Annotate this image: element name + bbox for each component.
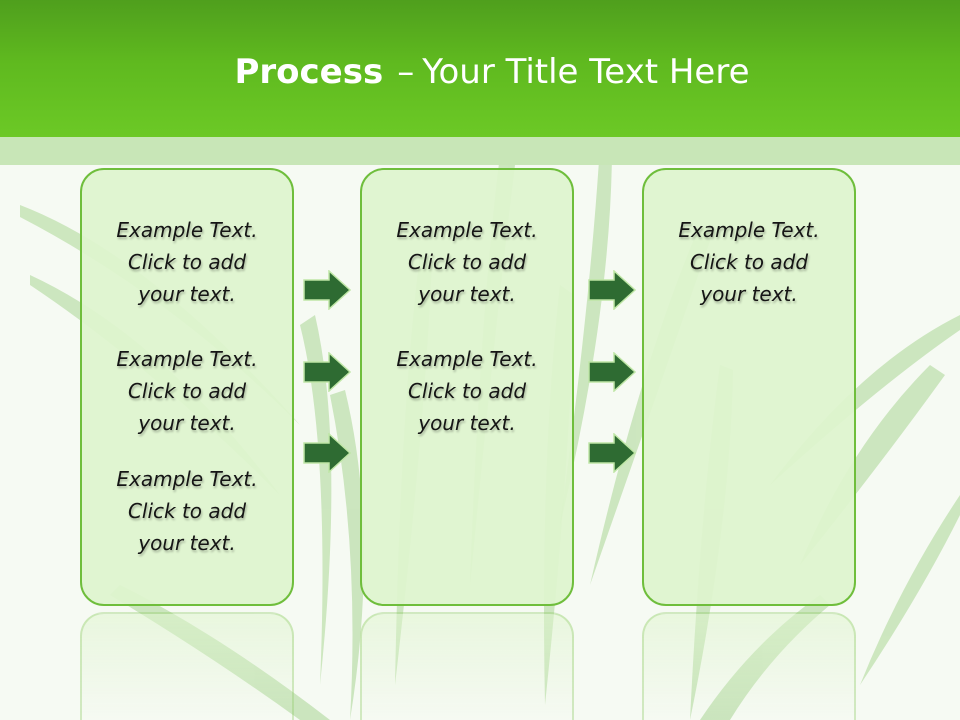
box-reflection: [642, 612, 856, 720]
text-line: Example Text.: [116, 218, 258, 242]
title-bar: [0, 0, 960, 137]
text-block[interactable]: Example Text. Click to add your text.: [362, 214, 572, 310]
text-line: Example Text.: [116, 467, 258, 491]
text-line: your text.: [138, 282, 236, 306]
title-bold: Process: [234, 52, 384, 92]
header-band: [0, 137, 960, 165]
text-block[interactable]: Example Text. Click to add your text.: [82, 463, 292, 559]
text-line: your text.: [418, 411, 516, 435]
text-line: Example Text.: [396, 218, 538, 242]
text-line: your text.: [138, 531, 236, 555]
slide-title[interactable]: Process–Your Title Text Here: [0, 52, 960, 92]
text-line: Example Text.: [396, 347, 538, 371]
right-arrow-icon: [303, 433, 351, 473]
right-arrow-icon: [588, 433, 636, 473]
box-reflection: [80, 612, 294, 720]
text-block[interactable]: Example Text. Click to add your text.: [82, 343, 292, 439]
text-line: Example Text.: [678, 218, 820, 242]
right-arrow-icon: [588, 270, 636, 310]
box-reflection: [360, 612, 574, 720]
text-line: Click to add: [127, 379, 247, 403]
text-line: your text.: [418, 282, 516, 306]
text-line: your text.: [138, 411, 236, 435]
process-box-2[interactable]: Example Text. Click to add your text. Ex…: [360, 168, 574, 606]
text-line: Click to add: [407, 379, 527, 403]
process-box-1[interactable]: Example Text. Click to add your text. Ex…: [80, 168, 294, 606]
right-arrow-icon: [588, 352, 636, 392]
title-text: Your Title Text Here: [422, 52, 750, 92]
text-block[interactable]: Example Text. Click to add your text.: [644, 214, 854, 310]
text-line: Click to add: [407, 250, 527, 274]
text-line: Click to add: [127, 499, 247, 523]
text-line: Click to add: [127, 250, 247, 274]
text-line: your text.: [700, 282, 798, 306]
text-block[interactable]: Example Text. Click to add your text.: [82, 214, 292, 310]
process-box-3[interactable]: Example Text. Click to add your text.: [642, 168, 856, 606]
title-dash: –: [397, 52, 415, 92]
right-arrow-icon: [303, 270, 351, 310]
text-line: Example Text.: [116, 347, 258, 371]
right-arrow-icon: [303, 352, 351, 392]
text-line: Click to add: [689, 250, 809, 274]
text-block[interactable]: Example Text. Click to add your text.: [362, 343, 572, 439]
